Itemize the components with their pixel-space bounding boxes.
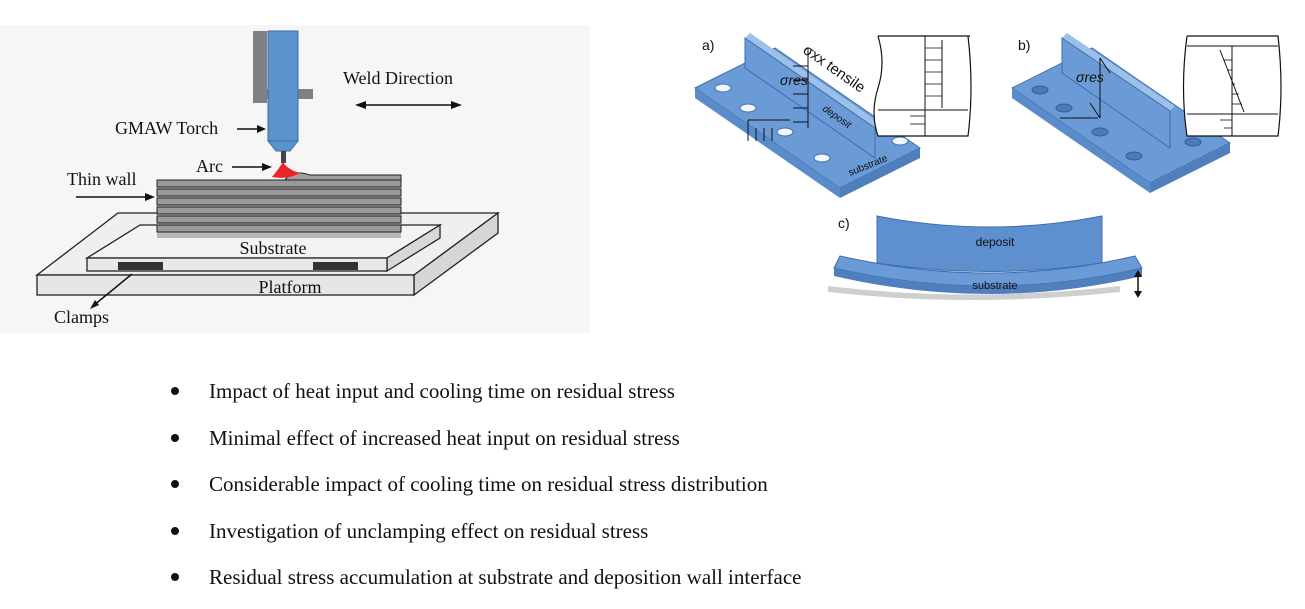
list-item-text: Residual stress accumulation at substrat… <box>209 565 802 589</box>
panel-b: b) σres <box>1011 33 1282 193</box>
findings-list: Impact of heat input and cooling time on… <box>168 376 802 609</box>
thin-wall <box>156 172 402 238</box>
waam-setup-diagram: Platform Substrate <box>0 25 590 333</box>
panel-c-tag: c) <box>838 215 850 231</box>
residual-stress-diagram: a) <box>690 28 1300 310</box>
thin-wall-label: Thin wall <box>67 169 137 189</box>
substrate-label: Substrate <box>240 238 307 258</box>
bullet-icon <box>171 526 179 535</box>
list-item-text: Impact of heat input and cooling time on… <box>209 379 675 403</box>
list-item-text: Investigation of unclamping effect on re… <box>209 518 649 543</box>
panel-a-tag: a) <box>702 37 714 53</box>
bullet-icon <box>171 387 179 395</box>
panel-a: a) <box>694 33 972 198</box>
arc-label: Arc <box>196 156 223 176</box>
list-item: Impact of heat input and cooling time on… <box>168 376 802 423</box>
arc <box>272 162 300 178</box>
panel-c: c) deposit substrate <box>828 215 1143 300</box>
panel-b-sigma-res: σres <box>1076 69 1104 85</box>
clamp-right <box>313 262 358 270</box>
clamps-label: Clamps <box>54 307 109 327</box>
panel-b-tag: b) <box>1018 37 1030 53</box>
list-item: Minimal effect of increased heat input o… <box>168 423 802 470</box>
panel-c-substrate-label: substrate <box>972 280 1017 292</box>
panel-a-sigma-res: σres <box>780 72 808 88</box>
bullet-icon <box>171 433 179 442</box>
list-item-text: Considerable impact of cooling time on r… <box>209 472 768 496</box>
platform-label: Platform <box>259 277 322 297</box>
gmaw-torch <box>253 30 313 163</box>
bullet-icon <box>171 480 179 488</box>
list-item: Residual stress accumulation at substrat… <box>168 562 802 609</box>
panel-c-deposit-label: deposit <box>976 235 1015 249</box>
list-item: Investigation of unclamping effect on re… <box>168 516 802 563</box>
list-item-text: Minimal effect of increased heat input o… <box>209 425 680 450</box>
bullet-icon <box>171 573 179 581</box>
list-item: Considerable impact of cooling time on r… <box>168 469 802 516</box>
torch-label: GMAW Torch <box>115 118 218 138</box>
weld-direction-label: Weld Direction <box>343 68 453 88</box>
clamp-left <box>118 262 163 270</box>
